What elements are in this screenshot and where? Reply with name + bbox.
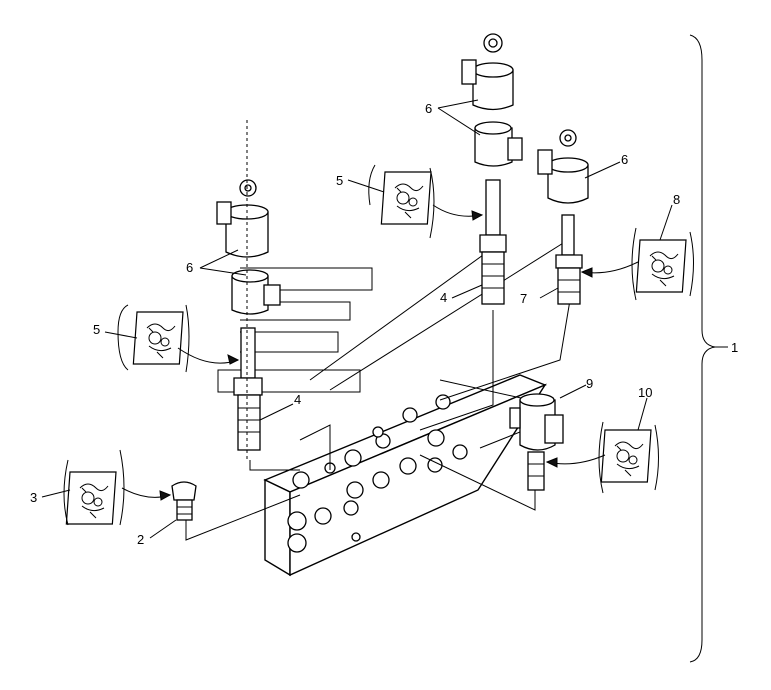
leader-lines [185, 239, 571, 541]
callout-4-left: 4 [294, 392, 301, 407]
plug [171, 481, 197, 521]
callout-1: 1 [731, 340, 738, 355]
callout-2: 2 [137, 532, 144, 547]
callout-labels: 1 2 3 4 4 5 5 6 6 6 7 8 9 10 [30, 101, 738, 547]
lubricant-icon [368, 164, 484, 239]
lubricant-icon [545, 421, 659, 494]
callout-5-left: 5 [93, 322, 100, 337]
valve-manifold-block [263, 374, 547, 577]
callout-10: 10 [638, 385, 652, 400]
callout-5-center: 5 [336, 173, 343, 188]
lubricant-icon [117, 304, 240, 373]
callout-4-center: 4 [440, 290, 447, 305]
lubricant-icon [580, 227, 694, 301]
assembly-brace [689, 34, 716, 663]
callout-leaders [41, 99, 673, 539]
lubricant-icon [63, 449, 172, 526]
callout-6-right: 6 [621, 152, 628, 167]
callout-6-center: 6 [425, 101, 432, 116]
center-solenoid-valve [461, 33, 523, 305]
callout-8: 8 [673, 192, 680, 207]
left-solenoid-valve [216, 120, 281, 460]
callout-3: 3 [30, 490, 37, 505]
callout-9: 9 [586, 376, 593, 391]
pressure-sensor [509, 393, 564, 491]
right-solenoid-valve [537, 129, 589, 305]
callout-6-left: 6 [186, 260, 193, 275]
callout-7: 7 [520, 291, 527, 306]
